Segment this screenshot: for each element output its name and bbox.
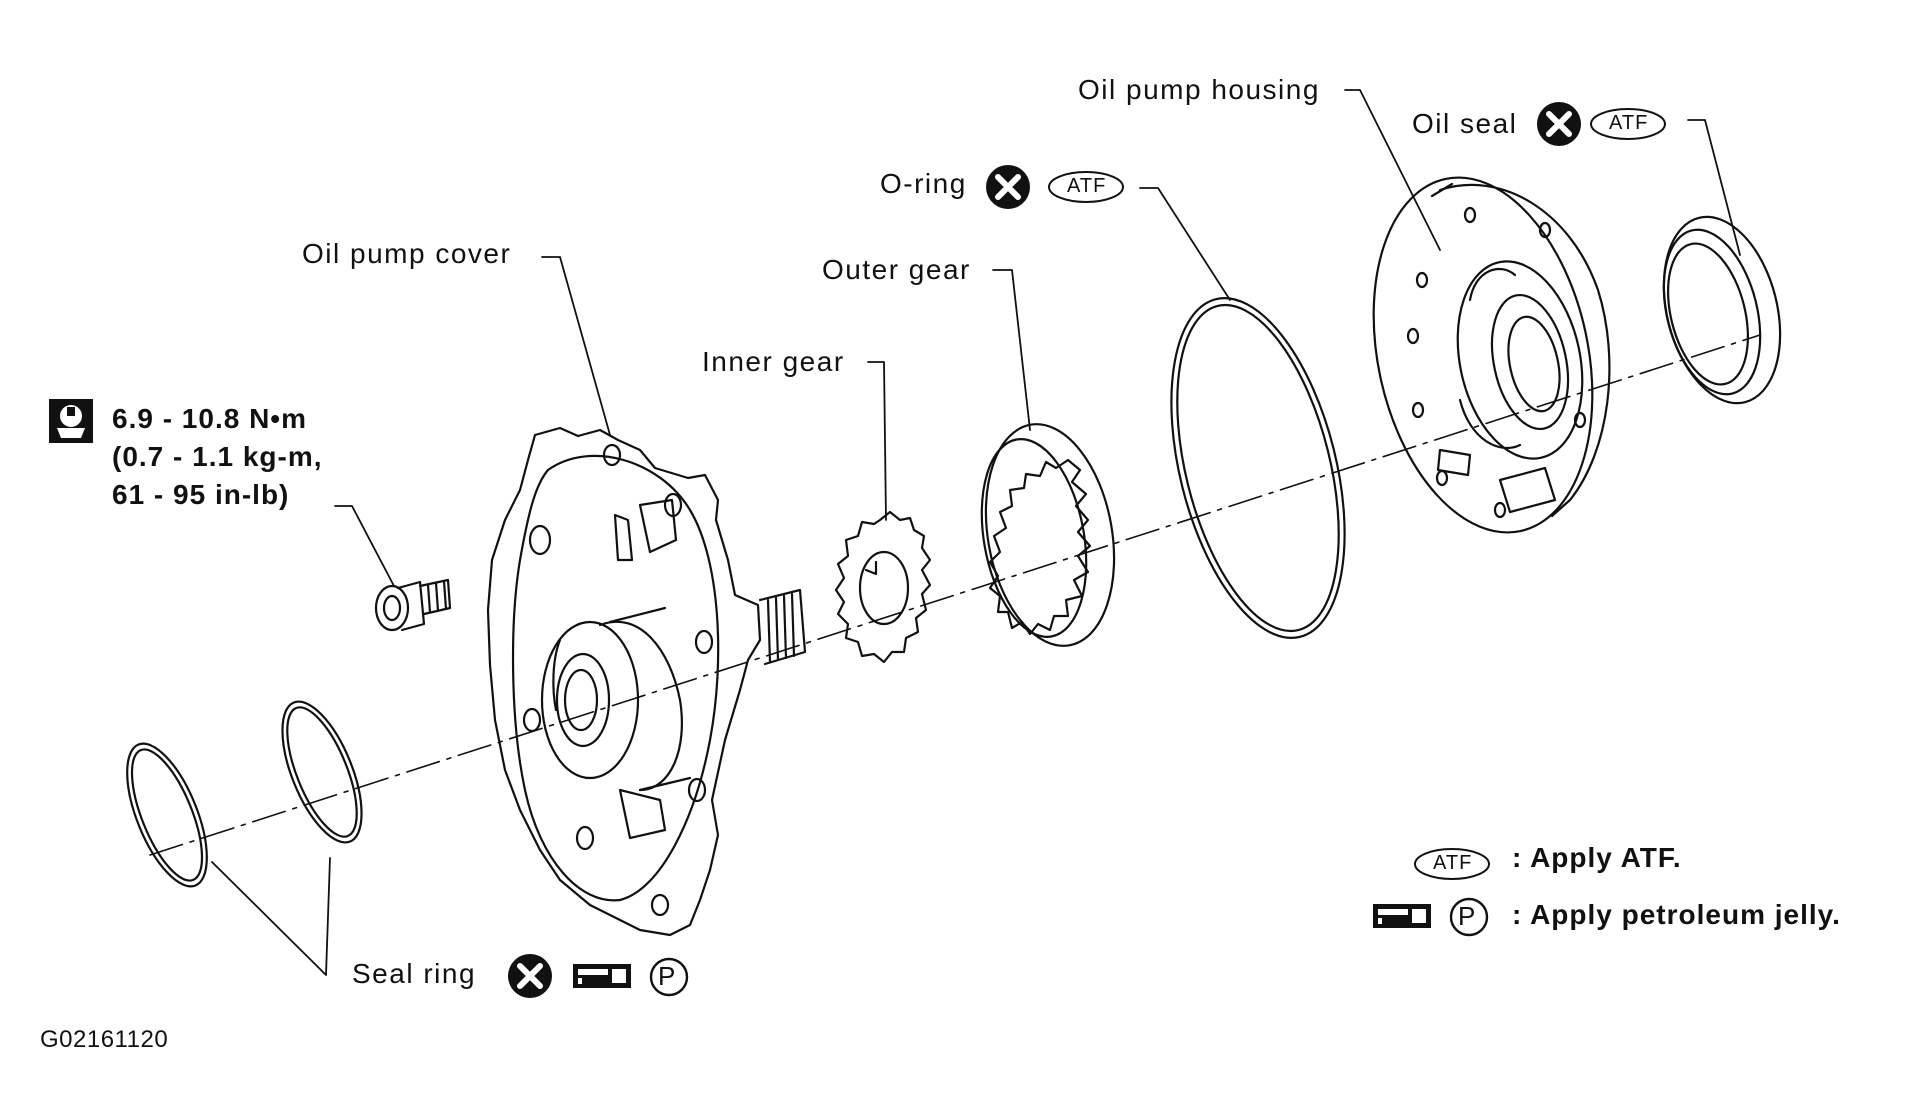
torque-line-kgm: (0.7 - 1.1 kg-m, xyxy=(112,441,323,472)
torque-line-inlb: 61 - 95 in-lb) xyxy=(112,479,290,510)
petroleum-jelly-icon xyxy=(1449,897,1489,937)
leader-lines xyxy=(211,89,1741,976)
petroleum-jelly-icon xyxy=(649,957,689,997)
replace-x-icon xyxy=(508,954,552,998)
leader-oil-pump-cover xyxy=(541,256,611,436)
outer-gear-part xyxy=(980,423,1116,647)
atf-badge-icon xyxy=(1590,108,1666,140)
replace-x-icon xyxy=(1537,102,1581,146)
petroleum-jelly-letter: P xyxy=(658,961,676,991)
grease-gun-icon xyxy=(1373,904,1431,928)
legend-apply-petroleum-jelly: : Apply petroleum jelly. xyxy=(1512,899,1841,930)
oil-pump-housing-part xyxy=(1372,176,1611,534)
torque-line-nm: 6.9 - 10.8 N•m xyxy=(112,403,308,434)
atf-badge-text: ATF xyxy=(1067,175,1107,197)
leader-seal-ring xyxy=(211,857,331,976)
leader-inner-gear xyxy=(867,361,887,521)
label-outer-gear: Outer gear xyxy=(822,254,971,285)
label-oil-pump-housing: Oil pump housing xyxy=(1078,74,1320,105)
seal-ring-outer-part xyxy=(126,742,208,888)
bolt-part xyxy=(374,578,452,632)
label-oil-seal: Oil seal xyxy=(1412,108,1518,139)
inner-gear-part xyxy=(834,510,932,664)
leader-outer-gear xyxy=(992,269,1031,431)
label-inner-gear: Inner gear xyxy=(702,346,845,377)
atf-badge-icon xyxy=(1048,171,1124,203)
seal-ring-inner-part xyxy=(281,700,363,844)
center-axis-line xyxy=(149,334,1761,856)
oil-pump-cover-part xyxy=(486,426,807,937)
atf-badge-icon xyxy=(1414,848,1490,880)
torque-wrench-icon xyxy=(49,399,93,443)
leader-oil-seal xyxy=(1687,119,1741,256)
leader-oil-pump-housing xyxy=(1344,89,1441,251)
o-ring-part xyxy=(1170,297,1346,639)
grease-gun-icon xyxy=(573,964,631,988)
label-seal-ring: Seal ring xyxy=(352,958,477,989)
atf-badge-text: ATF xyxy=(1609,112,1649,134)
legend-apply-atf: : Apply ATF. xyxy=(1512,842,1682,873)
torque-spec: 6.9 - 10.8 N•m (0.7 - 1.1 kg-m, 61 - 95 … xyxy=(112,400,323,514)
petroleum-jelly-letter: P xyxy=(1458,901,1476,931)
oil-seal-part xyxy=(1662,215,1782,405)
leader-o-ring xyxy=(1139,187,1231,301)
atf-badge-text: ATF xyxy=(1433,852,1473,874)
label-o-ring: O-ring xyxy=(880,168,967,199)
replace-x-icon xyxy=(986,165,1030,209)
label-oil-pump-cover: Oil pump cover xyxy=(302,238,512,269)
leader-bolt xyxy=(334,505,395,587)
figure-id: G02161120 xyxy=(40,1026,169,1053)
